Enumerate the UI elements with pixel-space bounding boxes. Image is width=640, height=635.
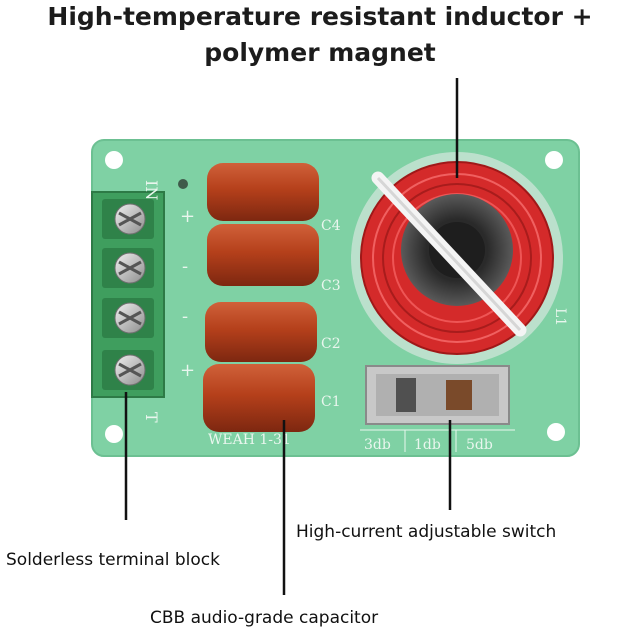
model-label: WEAH 1-31	[208, 432, 291, 448]
mount-hole	[545, 151, 563, 169]
capacitor-label: C3	[321, 278, 341, 294]
headline-line-1: High-temperature resistant inductor +	[47, 2, 593, 31]
capacitor-c1	[203, 364, 315, 432]
in-label: IN	[142, 180, 161, 200]
capacitor-label: C4	[321, 218, 341, 234]
capacitor-c4	[207, 163, 319, 221]
capacitor-c2	[205, 302, 317, 362]
terminal-screw	[102, 199, 154, 239]
polarity-mark: -	[182, 256, 188, 277]
terminal-screw	[102, 350, 154, 390]
polarity-mark: -	[182, 306, 188, 327]
capacitor-callout: CBB audio-grade capacitor	[150, 608, 379, 628]
capacitor-label: C1	[321, 394, 341, 410]
polarity-mark: +	[180, 360, 195, 381]
polarity-mark: +	[180, 206, 195, 227]
mount-hole	[105, 151, 123, 169]
headline-line-2: polymer magnet	[204, 38, 436, 67]
terminal-screw	[102, 298, 154, 338]
switch-position-label: 1db	[414, 437, 441, 453]
adjustable-switch	[360, 365, 515, 452]
capacitor-label: C2	[321, 336, 341, 352]
terminal-block	[91, 191, 165, 398]
switch-position-label: 5db	[466, 437, 493, 453]
out-label: T	[142, 412, 161, 423]
mount-hole	[105, 425, 123, 443]
mount-hole	[547, 423, 565, 441]
inductor-coil	[351, 152, 563, 364]
terminal-screw	[102, 248, 154, 288]
switch-position-label: 3db	[364, 437, 391, 453]
terminal-callout: Solderless terminal block	[6, 550, 220, 570]
switch-callout: High-current adjustable switch	[296, 522, 557, 542]
capacitor-c3	[207, 224, 319, 286]
inductor-label: L1	[552, 308, 568, 326]
